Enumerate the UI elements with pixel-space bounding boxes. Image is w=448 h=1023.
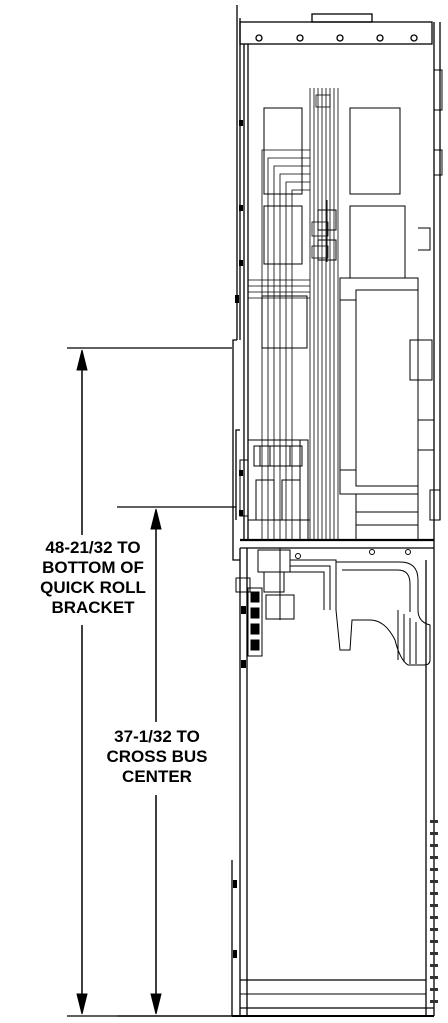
upper-transformer-blocks: [261, 107, 406, 349]
cabinet-frame: [231, 5, 441, 1017]
wall-fasteners: [233, 120, 246, 958]
label-line: 37-1/32 TO: [114, 727, 200, 746]
dimension-label-cross-bus-center: 37-1/32 TO CROSS BUS CENTER: [82, 727, 232, 787]
dimension-label-quick-roll-bracket: 48-21/32 TO BOTTOM OF QUICK ROLL BRACKET: [8, 538, 178, 618]
dimension-quick-roll-bracket: [67, 347, 232, 1017]
right-side-brackets: [429, 69, 443, 521]
quick-roll-bracket: [239, 979, 427, 1009]
insulation-barrier: [335, 561, 431, 666]
label-line: BOTTOM OF: [42, 558, 144, 577]
breaker-housing: [339, 227, 435, 541]
label-line: CENTER: [122, 767, 192, 786]
label-line: BRACKET: [51, 598, 135, 617]
label-line: CROSS BUS: [106, 747, 208, 766]
dimension-cross-bus-center: [117, 506, 236, 1017]
label-line: 48-21/32 TO: [45, 538, 141, 557]
arrowhead-bottom: [76, 993, 88, 1015]
arrowhead-top: [150, 508, 162, 530]
ventilation-louvers: [430, 820, 438, 1003]
arrowhead-bottom: [150, 993, 162, 1015]
bus-bar-bundle: [248, 88, 339, 540]
bus-connectors: [317, 200, 337, 262]
disconnect-assembly: [239, 439, 310, 541]
terminal-blocks: [235, 577, 263, 657]
arrowhead-top: [76, 349, 88, 371]
lower-bus-transition: [257, 548, 411, 620]
label-line: QUICK ROLL: [40, 578, 146, 597]
